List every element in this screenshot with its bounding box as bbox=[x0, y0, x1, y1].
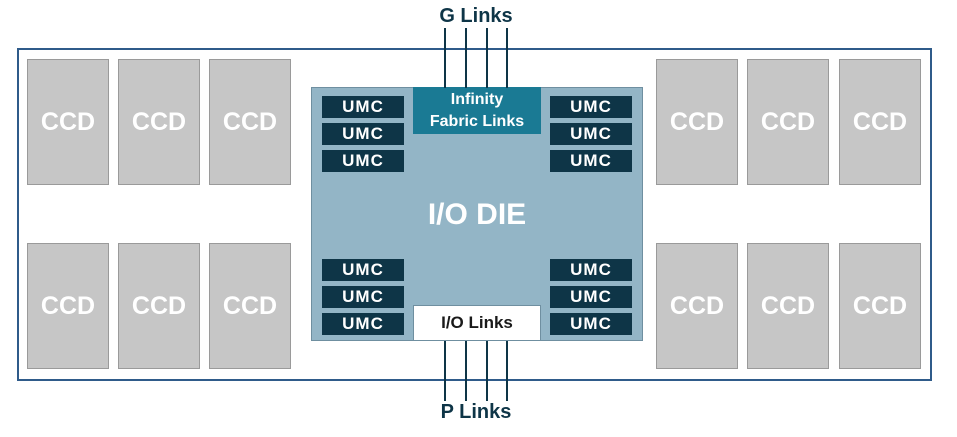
p-links-label: P Links bbox=[440, 401, 512, 423]
ccd-left-bottom-3: CCD bbox=[209, 243, 291, 369]
ccd-label: CCD bbox=[669, 291, 725, 320]
ccd-right-bottom-1: CCD bbox=[656, 243, 738, 369]
ccd-label: CCD bbox=[852, 291, 908, 320]
ccd-right-top-3: CCD bbox=[839, 59, 921, 185]
ccd-label: CCD bbox=[40, 107, 96, 136]
ccd-right-bottom-3: CCD bbox=[839, 243, 921, 369]
infinity-fabric-label-line1: Infinity bbox=[450, 90, 504, 108]
umc-top-right-3: UMC bbox=[550, 150, 632, 172]
umc-bottom-left-1: UMC bbox=[322, 259, 404, 281]
umc-bottom-left-2: UMC bbox=[322, 286, 404, 308]
umc-top-left-1: UMC bbox=[322, 96, 404, 118]
umc-top-left-2: UMC bbox=[322, 123, 404, 145]
ccd-label: CCD bbox=[760, 107, 816, 136]
g-link-wires bbox=[444, 28, 508, 88]
ccd-label: CCD bbox=[760, 291, 816, 320]
infinity-fabric-links: Infinity Fabric Links bbox=[413, 87, 541, 134]
ccd-label: CCD bbox=[852, 107, 908, 136]
ccd-label: CCD bbox=[222, 107, 278, 136]
umc-bottom-right-2: UMC bbox=[550, 286, 632, 308]
ccd-right-top-1: CCD bbox=[656, 59, 738, 185]
ccd-label: CCD bbox=[669, 107, 725, 136]
io-die-label: I/O DIE bbox=[427, 198, 527, 231]
umc-top-left-3: UMC bbox=[322, 150, 404, 172]
umc-top-right-1: UMC bbox=[550, 96, 632, 118]
g-links-label: G Links bbox=[439, 5, 513, 27]
ccd-right-top-2: CCD bbox=[747, 59, 829, 185]
ccd-label: CCD bbox=[131, 107, 187, 136]
ccd-label: CCD bbox=[222, 291, 278, 320]
umc-bottom-right-3: UMC bbox=[550, 313, 632, 335]
ccd-left-bottom-2: CCD bbox=[118, 243, 200, 369]
ccd-left-top-1: CCD bbox=[27, 59, 109, 185]
ccd-left-bottom-1: CCD bbox=[27, 243, 109, 369]
infinity-fabric-label-line2: Fabric Links bbox=[429, 112, 525, 130]
p-link-wires bbox=[444, 341, 508, 401]
ccd-right-bottom-2: CCD bbox=[747, 243, 829, 369]
ccd-left-top-3: CCD bbox=[209, 59, 291, 185]
umc-bottom-left-3: UMC bbox=[322, 313, 404, 335]
io-links: I/O Links bbox=[413, 305, 541, 341]
ccd-label: CCD bbox=[131, 291, 187, 320]
umc-bottom-right-1: UMC bbox=[550, 259, 632, 281]
umc-top-right-2: UMC bbox=[550, 123, 632, 145]
ccd-label: CCD bbox=[40, 291, 96, 320]
ccd-left-top-2: CCD bbox=[118, 59, 200, 185]
